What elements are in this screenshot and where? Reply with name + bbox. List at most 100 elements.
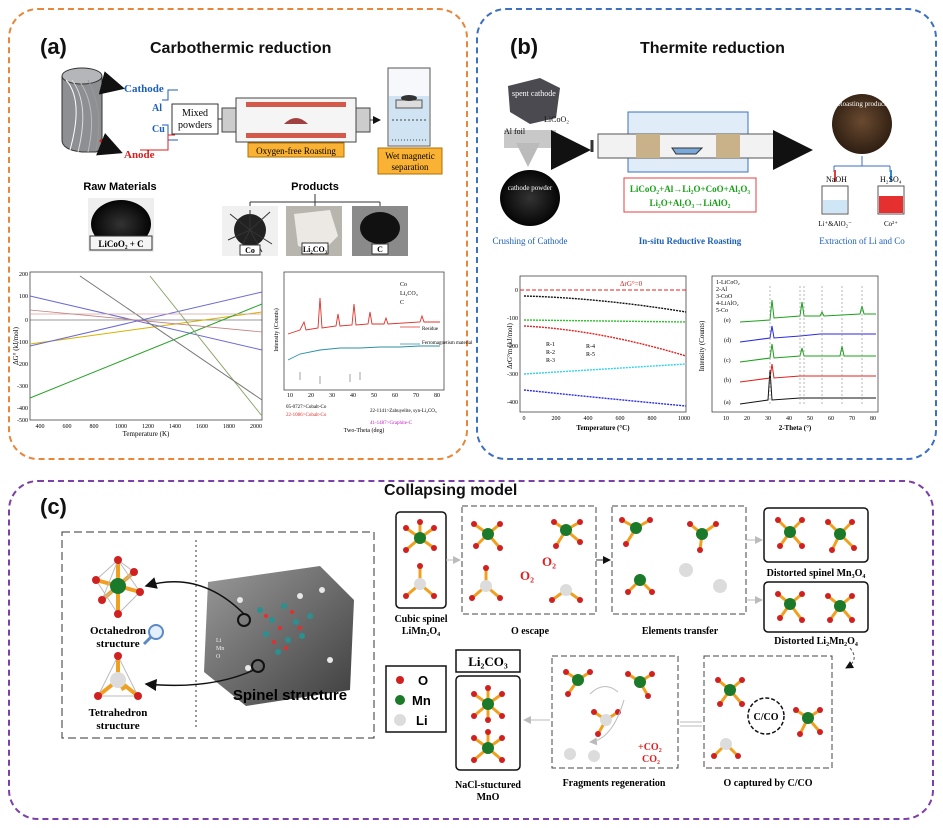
roasting-product-label: Roasting product <box>838 100 886 108</box>
reaction-box <box>623 177 757 213</box>
dg-legend-item: R-3 <box>546 358 555 364</box>
spinel-legend-li: Li <box>216 638 222 644</box>
products-title: Products <box>291 181 339 193</box>
octahedron-model <box>92 556 144 618</box>
xrd-b-trace: (c) <box>724 357 731 364</box>
xrd-b-xtick: 60 <box>828 416 834 422</box>
products-bracket <box>249 194 381 206</box>
thermo-xtick: 600 <box>63 424 72 430</box>
raw-materials-title: Raw Materials <box>83 181 156 193</box>
raw-box-label: LiCoO₂ + C <box>98 239 143 249</box>
tetrahedron-label-2: structure <box>96 720 139 732</box>
mn3o4-model <box>775 517 857 553</box>
xrd-b-xlabel: 2-Theta (°) <box>779 424 812 432</box>
xrd-b-trace: (a) <box>724 399 731 406</box>
roasting-label: Oxygen-free Roasting <box>256 146 336 156</box>
dg-ytick: -100 <box>507 316 518 322</box>
li-alo2-label: Li⁺&AlO₂⁻ <box>818 220 852 228</box>
cubic-spinel-label-2: LiMn₂O₄ <box>402 626 440 637</box>
xrd-a-trace-label: Ferromagnetism material <box>422 341 473 346</box>
reaction-1: LiCoO₂+Al→Li₂O+CoO+Al₂O₃ <box>630 184 750 194</box>
dg-xtick: 1000 <box>678 416 690 422</box>
dg-ytick: 0 <box>515 288 518 294</box>
legend-o: O <box>418 673 428 688</box>
panel-a-title: Carbothermic reduction <box>150 40 332 57</box>
product-co-photo <box>222 206 278 256</box>
cathode-powder-photo <box>500 170 560 226</box>
o-escape-label: O escape <box>511 626 550 637</box>
panel-c-title: Collapsing model <box>384 482 518 499</box>
prod-co-box <box>239 244 261 256</box>
xrd-b-legend-item: 5-Co <box>716 308 728 314</box>
xrd-b-trace: (d) <box>724 337 731 344</box>
beaker <box>387 67 431 147</box>
xrd-a-legend-item: C <box>400 300 404 306</box>
panel-a-label: (a) <box>40 34 67 59</box>
xrd-b-legend-item: 2-Al <box>716 287 727 293</box>
naoh-label: NaOH <box>826 175 847 184</box>
octa-pointer <box>144 577 245 615</box>
thermo-ytick: 100 <box>19 294 28 300</box>
magnifier-icon <box>142 624 164 646</box>
mno-model <box>471 685 505 763</box>
mn3o4-box <box>763 507 869 563</box>
roasting-product-photo <box>832 94 892 154</box>
tetrahedron-model <box>94 652 142 700</box>
thermo-xtick: 1800 <box>223 424 235 430</box>
xrd-a-ref: 41-1487>Graphite-C <box>370 421 413 426</box>
extraction-label: Extraction of Li and Co <box>819 236 905 246</box>
mno-label-2: MnO <box>477 792 500 803</box>
prod-c-label: C <box>377 245 383 254</box>
thermo-xtick: 1200 <box>142 424 154 430</box>
xrd-b-trace-labels: (e) (d) (c) (b) (a) <box>724 317 731 406</box>
xrd-b-xtick: 50 <box>807 416 813 422</box>
cathode-arrow <box>98 71 125 95</box>
thermo-xtick: 1000 <box>115 424 127 430</box>
co2-plus-label: +CO₂ <box>638 742 662 753</box>
prod-li-box <box>301 242 329 255</box>
octahedron-label-1: Octahedron <box>90 625 146 637</box>
dg-ytick: -300 <box>507 372 518 378</box>
wet-label-1: Wet magnetic <box>385 151 435 161</box>
panel-c-frame <box>8 480 934 820</box>
thermo-ytick: -100 <box>17 340 28 346</box>
cathode-label: Cathode <box>124 83 164 95</box>
xrd-a-ref: 22-1086>Cobalt-Co <box>286 413 327 418</box>
xrd-chart-b <box>711 275 879 413</box>
xrd-a-legend: Co Li₂CO₃ C <box>400 282 418 306</box>
fragments-box <box>551 655 679 769</box>
thermo-xlabel: Temperature (K) <box>123 430 170 438</box>
li2co3-box <box>455 649 521 673</box>
dg-xtick: 0 <box>523 416 526 422</box>
dg-legend-item: R-2 <box>546 350 555 356</box>
spinel-structure-model <box>204 566 354 706</box>
legend-mn: Mn <box>412 693 431 708</box>
dg-xtick: 400 <box>584 416 593 422</box>
o2-escape-2: O₂ <box>542 554 556 569</box>
xrd-a-xtick: 40 <box>350 393 356 399</box>
insitu-label: In-situ Reductive Roasting <box>639 236 742 246</box>
prod-co-label: Co <box>245 246 255 255</box>
o-captured-model <box>711 677 823 759</box>
legend-li: Li <box>416 713 428 728</box>
thermo-yticks: 200 100 0 -100 -200 -300 -400 -500 <box>17 272 28 424</box>
thermo-ytick: -500 <box>17 418 28 424</box>
xrd-a-refs: 05-0727>Cobalt-Co 22-1086>Cobalt-Co 22-1… <box>286 405 437 426</box>
prod-li-label: Li₂CO₃ <box>303 245 328 254</box>
mno-label-1: NaCl-stuctured <box>455 780 521 791</box>
anode-line <box>140 134 175 151</box>
xrd-a-xtick: 30 <box>329 393 335 399</box>
elements-transfer-box <box>611 505 747 615</box>
thermo-ytick: -400 <box>17 406 28 412</box>
panel-c-label: (c) <box>40 494 67 519</box>
mn3o4-label: Distorted spinel Mn₃O₄ <box>767 568 866 579</box>
thermo-xtick: 2000 <box>250 424 262 430</box>
spinel-region-frame <box>61 531 375 739</box>
cubic-spinel-label-1: Cubic spinel <box>394 614 447 625</box>
xrd-chart-a <box>283 271 445 391</box>
arrow-to-fragments <box>680 721 702 727</box>
dg-xtick: 800 <box>648 416 657 422</box>
extraction-bracket <box>833 156 891 172</box>
mixed-label-2: powders <box>178 120 212 131</box>
